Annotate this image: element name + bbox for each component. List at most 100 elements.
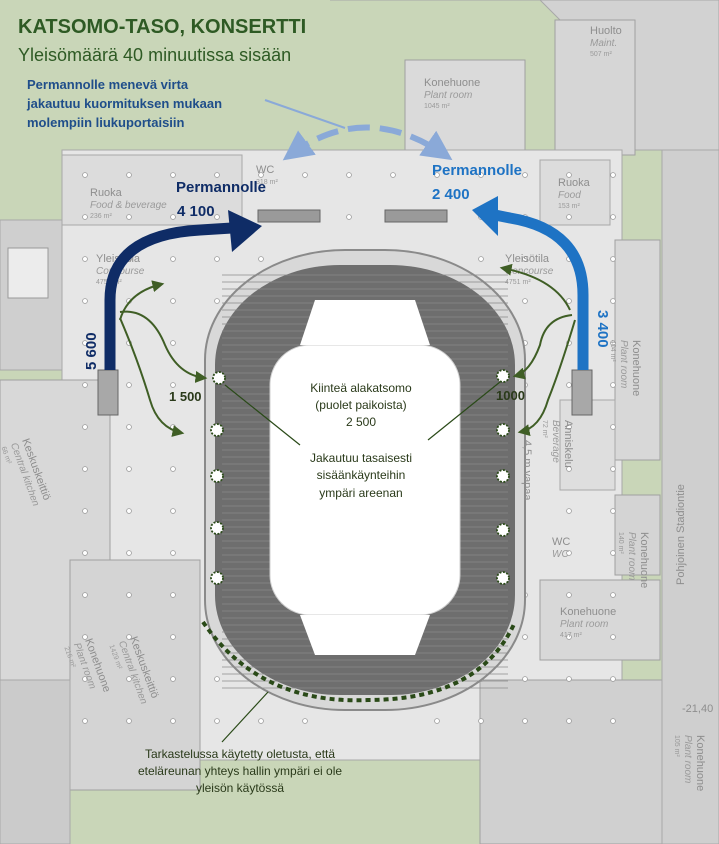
- column-dot: [610, 634, 616, 640]
- east-arrow-to-entrance: [512, 314, 573, 380]
- column-dot: [566, 466, 572, 472]
- room-name-en: Plant room: [626, 532, 637, 580]
- room-area: 1045 m²: [424, 103, 450, 110]
- room-name: Huolto: [590, 25, 622, 37]
- column-dot: [170, 634, 176, 640]
- column-dot: [566, 214, 572, 220]
- stand-entrances: [210, 369, 510, 585]
- column-dot: [522, 634, 528, 640]
- column-dot: [126, 424, 132, 430]
- column-dot: [566, 634, 572, 640]
- column-dot: [258, 172, 264, 178]
- east-escalator: [571, 369, 593, 416]
- room-name: Konehuone: [560, 606, 616, 618]
- column-dot: [566, 382, 572, 388]
- column-dot: [522, 298, 528, 304]
- column-dot: [610, 550, 616, 556]
- column-dot: [82, 214, 88, 220]
- column-dot: [478, 256, 484, 262]
- southeast-plant-block: [539, 579, 661, 661]
- west-floor-value: 4 100: [177, 203, 215, 220]
- east-arrow-to-south: [517, 319, 576, 436]
- west-floor-label-text: Permannolle: [176, 179, 266, 196]
- room-name: Yleisötila: [505, 253, 550, 265]
- entrance-marker: [210, 571, 224, 585]
- fixed-seating-line-1: Kiinteä alakatsomo: [310, 381, 412, 395]
- south-note: Tarkastelussa käytetty oletusta, että et…: [138, 747, 342, 795]
- room-name-en: Plant room: [424, 90, 472, 101]
- column-dot: [346, 214, 352, 220]
- room-name-en: Beverage: [550, 420, 561, 463]
- room-area: 507 m²: [590, 51, 612, 58]
- entrance-marker: [212, 371, 226, 385]
- entrance-marker: [496, 469, 510, 483]
- room-area: 140 m²: [617, 532, 624, 554]
- west-stand-arrows: [119, 280, 208, 437]
- room-name-en: Plant room: [560, 619, 608, 630]
- column-dot: [258, 256, 264, 262]
- page-title: KATSOMO-TASO, KONSERTTI: [18, 16, 306, 38]
- east-stand-arrows: [499, 263, 576, 436]
- east-stand-value: 1000: [496, 388, 525, 403]
- south-note-line-2: eteläreunan yhteys hallin ympäri ei ole: [138, 764, 342, 778]
- fixed-seating-note: Kiinteä alakatsomo (puolet paikoista) 2 …: [310, 381, 412, 429]
- fixed-seating-line-2: (puolet paikoista): [315, 398, 406, 412]
- column-dot: [82, 592, 88, 598]
- room-label: -21,40: [682, 703, 713, 715]
- column-dot: [170, 550, 176, 556]
- west-floor-flow-arrow: [104, 222, 233, 370]
- fixed-seating-line-3: 2 500: [346, 415, 376, 429]
- column-dot: [610, 256, 616, 262]
- column-dot: [610, 382, 616, 388]
- column-dot: [610, 718, 616, 724]
- room-name: 4,5 m vapaa: [521, 440, 533, 501]
- room-name: Konehuone: [424, 77, 480, 89]
- room-label: 4,5 m vapaa: [521, 440, 533, 501]
- column-dot: [610, 508, 616, 514]
- column-dot: [170, 256, 176, 262]
- column-dot: [610, 466, 616, 472]
- escalator-note-line-3: molempiin liukuportaisiin: [27, 115, 185, 130]
- north-escalator-west: [257, 209, 321, 223]
- west-escalator: [97, 369, 119, 416]
- column-dot: [126, 550, 132, 556]
- column-dot: [566, 172, 572, 178]
- entrance-marker: [496, 523, 510, 537]
- column-dot: [434, 172, 440, 178]
- west-floor-label: Permannolle 4 100: [176, 179, 266, 220]
- column-dot: [522, 718, 528, 724]
- distribution-line-2: sisäänkäynteihin: [317, 468, 406, 482]
- column-dot: [170, 592, 176, 598]
- column-dot: [522, 256, 528, 262]
- column-dot: [126, 634, 132, 640]
- north-aisle: [300, 300, 430, 345]
- north-escalator-east: [384, 209, 448, 223]
- column-dot: [610, 214, 616, 220]
- room-area: 417 m²: [560, 632, 582, 639]
- distribution-line-3: ympäri areenan: [319, 486, 402, 500]
- west-total-value: 5 600: [83, 332, 100, 370]
- escalator-note-line-1: Permannolle menevä virta: [27, 77, 189, 92]
- column-dot: [170, 508, 176, 514]
- column-dot: [126, 676, 132, 682]
- room-area: 72 m²: [541, 420, 548, 439]
- column-dot: [478, 172, 484, 178]
- column-dot: [126, 592, 132, 598]
- room-name-en: Food: [558, 190, 581, 201]
- escalator-note-line-2: jakautuu kuormituksen mukaan: [26, 96, 222, 111]
- column-dot: [390, 172, 396, 178]
- column-dot: [82, 298, 88, 304]
- column-dot: [170, 340, 176, 346]
- east-total-value: 3 400: [594, 310, 611, 348]
- column-dot: [82, 676, 88, 682]
- west-escalator-room: [7, 247, 49, 299]
- room-name: Pohjoinen Stadiontie: [675, 484, 687, 585]
- escalator-note: Permannolle menevä virta jakautuu kuormi…: [26, 77, 222, 130]
